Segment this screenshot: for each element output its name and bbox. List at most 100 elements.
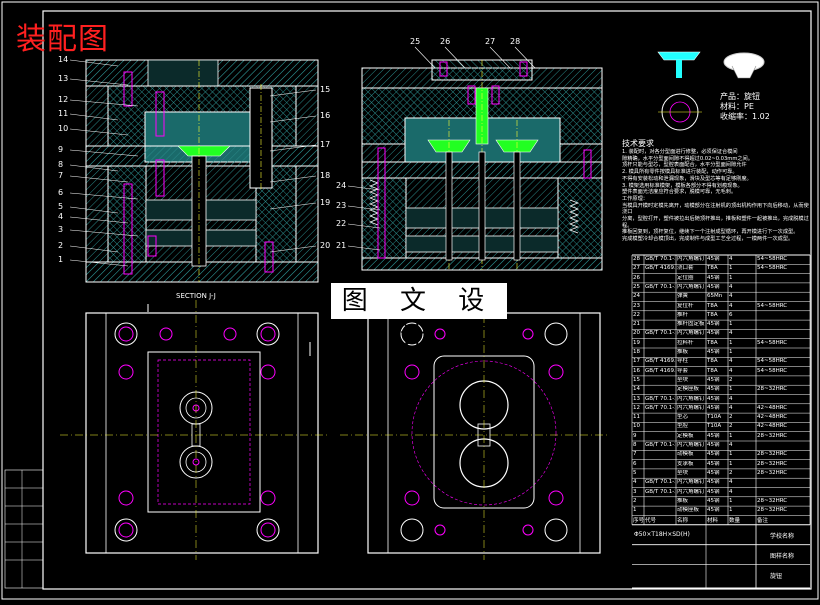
- leader-line: [69, 206, 119, 214]
- bom-cell: 65Mn: [707, 293, 723, 300]
- bom-cell: 6: [729, 311, 733, 318]
- binding-strip: [4, 469, 44, 589]
- leader-line: [269, 202, 317, 210]
- balloon-number: 16: [320, 111, 331, 120]
- bom-cell: 导柱: [677, 358, 689, 365]
- tech-line: 3. 模架选用标准模架，模板各部分不得有划痕现象。: [622, 182, 743, 189]
- bom-cell: 2: [729, 469, 733, 476]
- bom-cell: 导套: [677, 367, 689, 374]
- tech-line: 顶杆只能与型芯，型腔表面配合，水平分型面间隙允许: [622, 162, 747, 169]
- bom-cell: 内六角螺钉: [677, 330, 705, 337]
- balloon-number: 5: [58, 202, 64, 211]
- work-line: 分离，型腔打开，塑件被拉出后随顶杆推出，推板和塑件一起被推出，完成脱模过程。: [622, 216, 809, 229]
- bom-cell: 45钢: [707, 451, 720, 458]
- title-block-drawing: 图样名称: [770, 552, 795, 560]
- bom-cell: 内六角螺钉: [677, 256, 705, 262]
- bom-cell: 内六角螺钉: [677, 283, 705, 290]
- bom-header-cell: 备注: [757, 518, 769, 525]
- balloon-number: 11: [58, 109, 69, 118]
- bom-cell: 28~32HRC: [757, 386, 788, 393]
- bom-cell: 推板: [677, 497, 689, 504]
- bom-cell: 45钢: [707, 283, 720, 290]
- tech-line: 不得有安装松动和泄漏现象，滑块及型芯等有足够刚度。: [622, 175, 752, 182]
- bom-cell: 7: [633, 451, 637, 458]
- bom-cell: 4: [729, 488, 733, 495]
- bom-cell: 1: [729, 507, 733, 514]
- balloon-number: 4: [58, 212, 64, 221]
- bom-cell: 浇口套: [677, 265, 694, 272]
- bom-cell: 定模板: [677, 432, 694, 439]
- leader-line: [69, 259, 129, 267]
- balloon-number: 19: [320, 198, 331, 207]
- bom-cell: 17: [633, 358, 640, 365]
- bom-cell: 23: [633, 302, 640, 309]
- bom-cell: 1: [729, 432, 733, 439]
- bom-cell: 45钢: [707, 321, 720, 328]
- product-name: 产品：旋钮: [720, 92, 760, 101]
- leader-line: [69, 216, 129, 224]
- balloon-number: 10: [58, 124, 69, 133]
- part-detail-views: [657, 51, 765, 131]
- leader-line: [69, 164, 119, 172]
- bom-cell: 1: [729, 497, 733, 504]
- bom-cell: 4: [729, 256, 733, 262]
- bom-cell: 45钢: [707, 497, 720, 504]
- bom-cell: T8A: [707, 311, 718, 318]
- bom-cell: 1: [729, 321, 733, 328]
- bom-cell: 1: [729, 386, 733, 393]
- bom-cell: T8A: [707, 367, 718, 374]
- balloon-number: 2: [58, 241, 64, 250]
- bom-cell: 弹簧: [677, 293, 689, 300]
- leader-line: [269, 144, 317, 152]
- bom-cell: 54~58HRC: [757, 358, 788, 365]
- work-line: 完成模塑冷却合模顶出，完成制件与成型工艺全过程，一模两件一次成型。: [622, 236, 794, 243]
- balloon-number: 28: [510, 37, 521, 46]
- bom-cell: GB/T 70.1-2000: [645, 488, 675, 495]
- bom-cell: GB/T 4169.4-1984: [645, 367, 675, 374]
- balloon-number: 18: [320, 171, 331, 180]
- bom-cell: 28~32HRC: [757, 507, 788, 514]
- balloon-number: 7: [58, 171, 64, 180]
- bom-cell: 4: [729, 367, 733, 374]
- leader-line: [347, 245, 381, 251]
- bom-cell: 10: [633, 423, 640, 430]
- bom-cell: 45钢: [707, 442, 720, 448]
- bom-cell: 1: [729, 451, 733, 458]
- bom-cell: 28: [633, 256, 640, 262]
- bom-cell: 内六角螺钉: [677, 442, 705, 448]
- drawing-title: 装配图: [16, 22, 109, 57]
- bom-cell: T8A: [707, 302, 718, 309]
- leader-line: [347, 205, 381, 211]
- bom-cell: 内六角螺钉: [677, 395, 705, 402]
- bom-cell: 内六角螺钉: [677, 488, 705, 495]
- bom-cell: 54~58HRC: [757, 256, 788, 262]
- bom-cell: 推板: [677, 349, 689, 355]
- balloon-number: 21: [336, 241, 347, 250]
- section-jj-label: SECTION J-J: [176, 292, 216, 300]
- bom-cell: GB/T 4169.4-2006: [645, 265, 675, 272]
- balloon-number: 15: [320, 85, 331, 94]
- balloon-number: 6: [58, 188, 64, 197]
- balloon-number: 27: [485, 37, 496, 46]
- bom-table-grid: [631, 254, 811, 589]
- leader-line: [69, 59, 119, 67]
- bom-cell: 45钢: [707, 404, 720, 411]
- bom-cell: 动模板: [677, 451, 694, 458]
- bom-cell: 54~58HRC: [757, 367, 788, 374]
- balloon-number: 22: [336, 219, 347, 228]
- bom-cell: 推杆固定板: [677, 321, 705, 328]
- bom-cell: 12: [633, 404, 640, 411]
- title-block-code: Φ50×T18H×SD(H): [634, 530, 690, 538]
- bom-cell: 内六角螺钉: [677, 479, 705, 486]
- leader-line: [69, 99, 139, 107]
- bom-cell: GB/T 4169.4-1984: [645, 358, 675, 365]
- bom-cell: 4: [729, 283, 733, 290]
- bom-cell: 4: [729, 330, 733, 337]
- bom-cell: 21: [633, 321, 640, 328]
- leader-line: [69, 192, 139, 200]
- leader-line: [414, 46, 436, 69]
- bom-cell: 3: [633, 488, 637, 495]
- leader-line: [69, 113, 119, 121]
- bom-cell: 13: [633, 395, 640, 402]
